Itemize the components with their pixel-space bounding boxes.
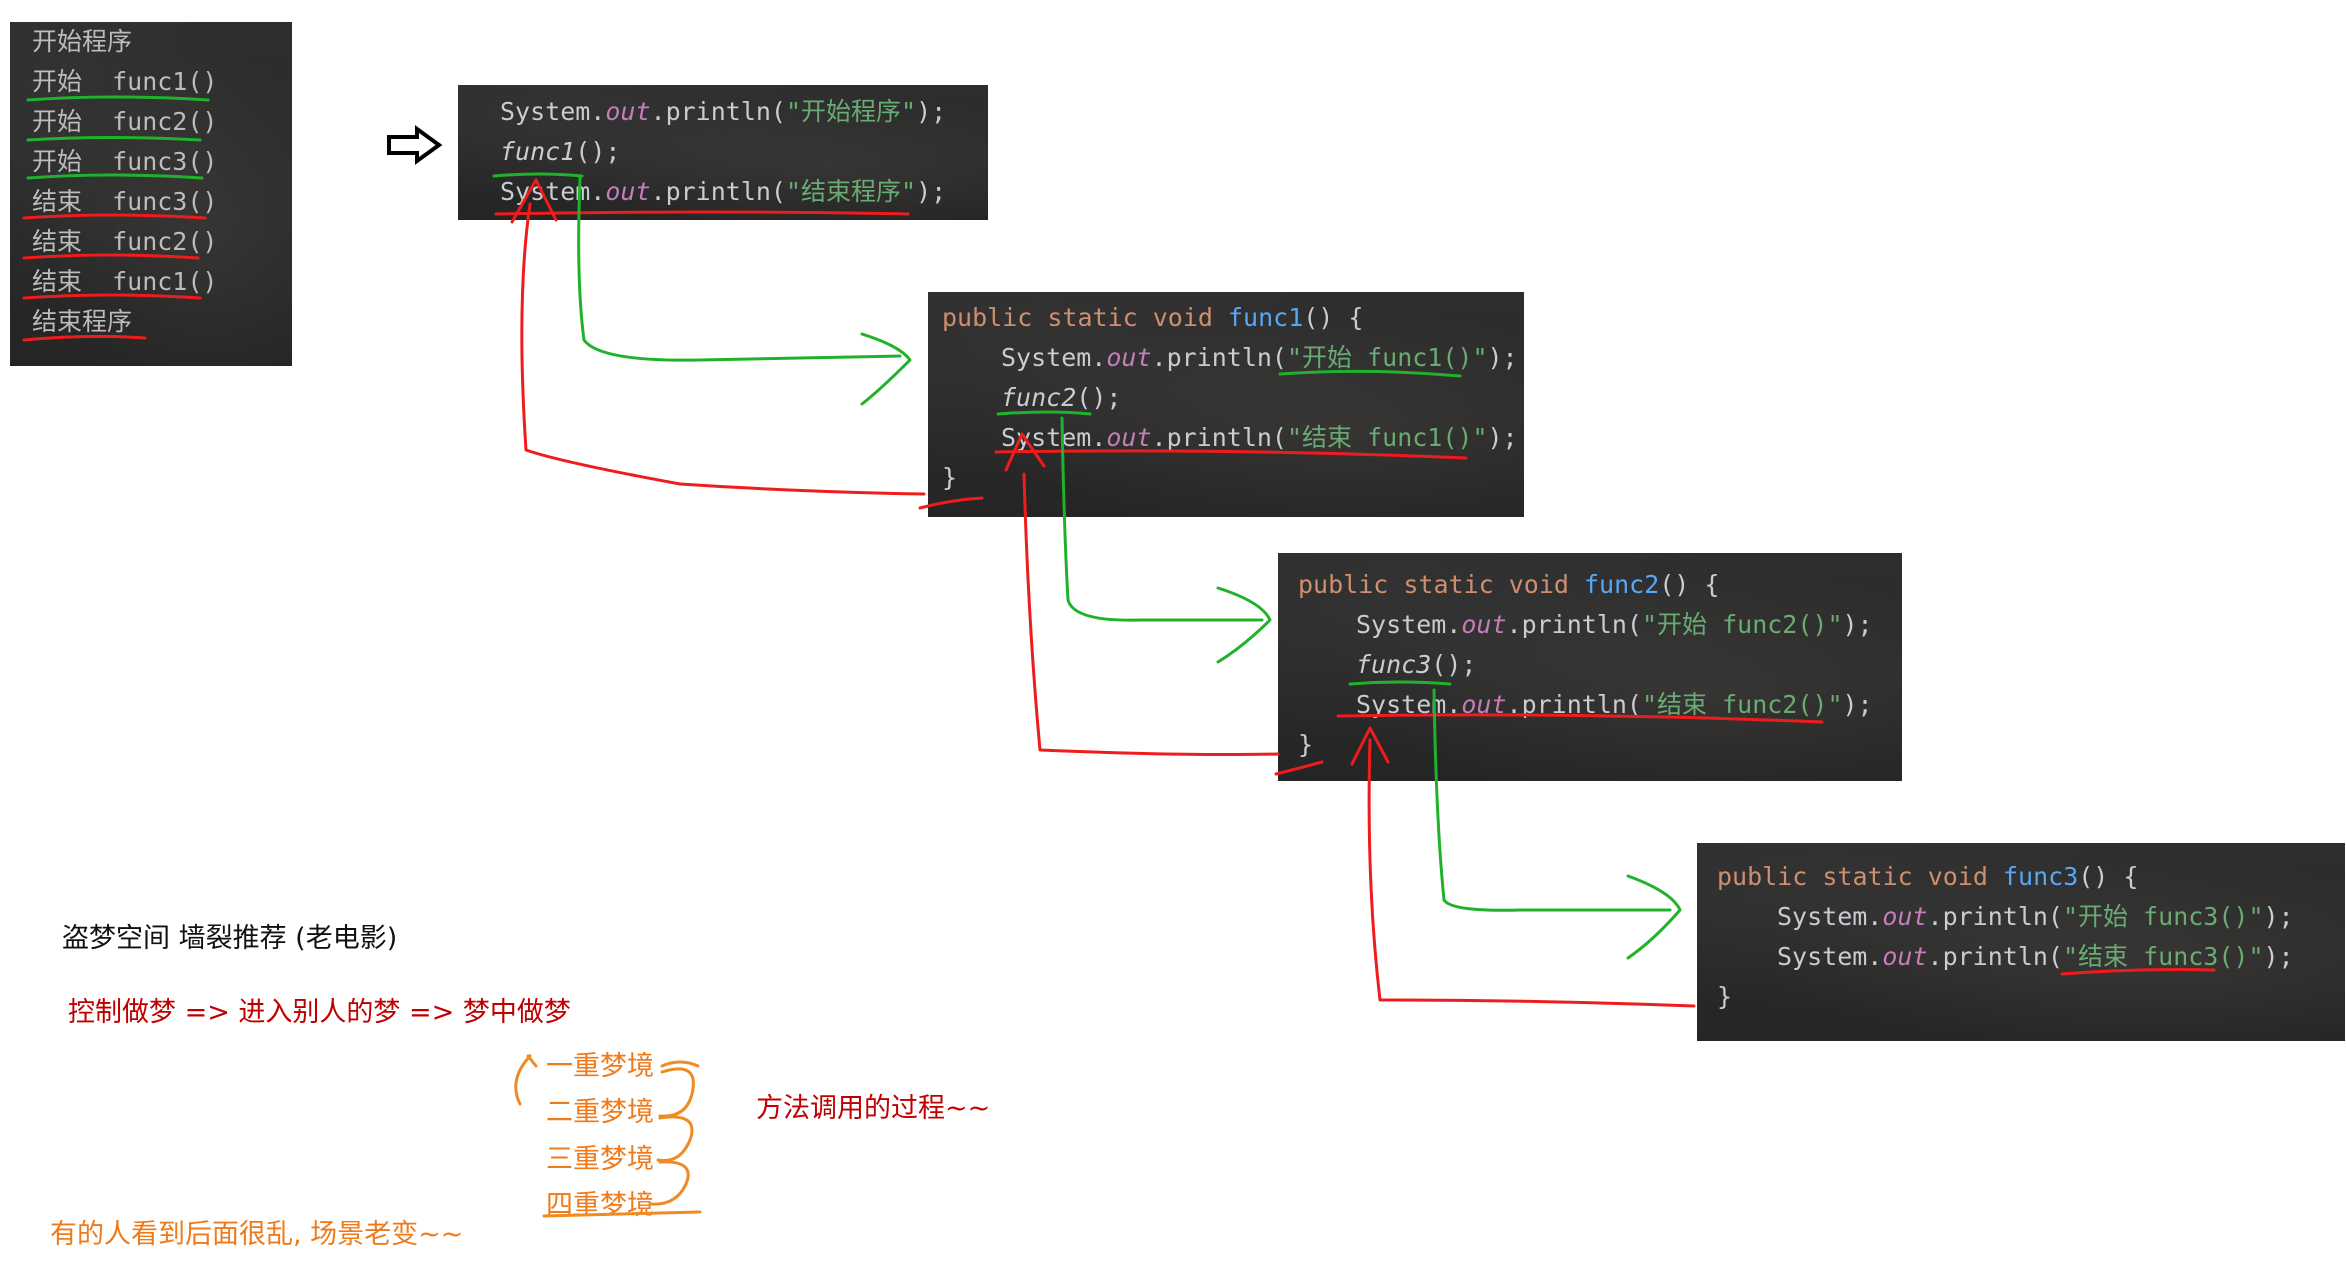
movie-note: 盗梦空间 墙裂推荐 (老电影) — [62, 923, 398, 954]
code-line-call-func2: func2(); — [1001, 383, 1122, 412]
code-line-close-brace: } — [1298, 730, 1314, 759]
code-line-close-brace: } — [942, 463, 958, 492]
code-line-print-end: System.out.println("结束 func1()"); — [1001, 423, 1518, 452]
code-line-print-end: System.out.println("结束 func3()"); — [1777, 942, 2294, 971]
dream-level-1: 一重梦境 — [546, 1051, 654, 1082]
console-line: 结束 func3() — [32, 187, 218, 216]
console-line: 结束 func2() — [32, 227, 218, 256]
code-line-call-func1: func1(); — [500, 137, 621, 166]
arrow-head — [1626, 874, 1682, 960]
func1-code-block: public static void func1() { System.out.… — [928, 292, 1524, 517]
arrow-head — [860, 332, 912, 406]
process-note: 方法调用的过程~~ — [756, 1093, 991, 1124]
code-line-signature: public static void func3() { — [1717, 862, 2139, 891]
console-line: 开始 func2() — [32, 107, 218, 136]
console-output-panel: 开始程序 开始 func1() 开始 func2() 开始 func3() 结束… — [10, 22, 292, 366]
analogy-note: 控制做梦 => 进入别人的梦 => 梦中做梦 — [68, 997, 571, 1028]
code-line-print-start: System.out.println("开始 func1()"); — [1001, 343, 1518, 372]
dream-level-4: 四重梦境 — [546, 1190, 654, 1221]
arrow-head — [1216, 586, 1272, 664]
right-arrow-icon — [387, 125, 443, 165]
func3-code-block: public static void func3() { System.out.… — [1697, 843, 2345, 1041]
code-line-print-start: System.out.println("开始程序"); — [500, 97, 947, 126]
dream-return-loop — [648, 1160, 690, 1206]
func2-code-block: public static void func2() { System.out.… — [1278, 553, 1902, 781]
code-line-print-end: System.out.println("结束程序"); — [500, 177, 947, 206]
console-line: 开始程序 — [32, 27, 133, 56]
dream-bracket — [514, 1054, 532, 1106]
console-line: 开始 func3() — [32, 147, 218, 176]
code-line-print-start: System.out.println("开始 func2()"); — [1356, 610, 1873, 639]
code-line-close-brace: } — [1717, 982, 1733, 1011]
main-code-block: System.out.println("开始程序"); func1(); Sys… — [458, 85, 988, 220]
code-line-call-func3: func3(); — [1356, 650, 1477, 679]
console-line: 结束程序 — [32, 307, 133, 336]
code-line-signature: public static void func1() { — [942, 303, 1364, 332]
dream-return-loop — [660, 1060, 700, 1068]
return-arrow-func1-to-main — [520, 202, 926, 496]
dream-bracket — [526, 1054, 538, 1068]
dream-return-loop — [656, 1115, 694, 1163]
code-line-signature: public static void func2() { — [1298, 570, 1720, 599]
dream-level-2: 二重梦境 — [546, 1097, 654, 1128]
code-line-print-start: System.out.println("开始 func3()"); — [1777, 902, 2294, 931]
console-line: 开始 func1() — [32, 67, 218, 96]
dream-return-loop — [658, 1067, 695, 1118]
console-line: 结束 func1() — [32, 267, 218, 296]
code-line-print-end: System.out.println("结束 func2()"); — [1356, 690, 1873, 719]
dream-level-3: 三重梦境 — [546, 1144, 654, 1175]
confusion-note: 有的人看到后面很乱, 场景老变~~ — [50, 1219, 464, 1250]
